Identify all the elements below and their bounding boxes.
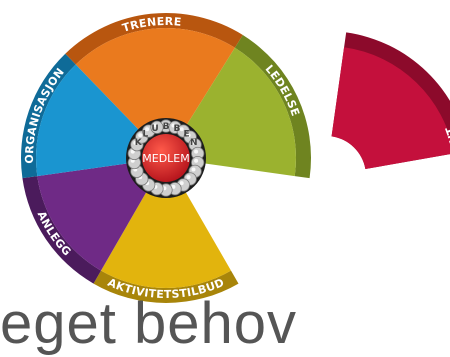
segment-aktivitetstilbud-rim [93,270,239,303]
hub-ring-letter: N [190,138,198,148]
segment-arrangement [331,47,450,170]
segment-aktivitetstilbud [101,158,231,288]
hub-center [142,134,190,182]
hub-ring-letter: E [183,130,189,140]
hub-ring-letter: L [143,130,149,140]
detached-segment: ARRANGEMENT [331,32,450,223]
hub-bead [127,155,141,170]
segment-anlegg-rim [22,176,101,284]
hub-ring-letter: U [151,124,158,134]
hub-center-text: MEDLEM [142,152,189,165]
hub-ring-letter: B [163,122,170,132]
hub-bead [150,120,164,134]
hub-bead [191,146,205,161]
segment-anlegg [37,158,166,271]
segment-trenere [75,27,235,158]
hub-ring-letter: K [135,138,143,148]
hub-ring-letter: B [174,124,181,134]
segment-organisasjon-rim [21,53,76,179]
segment-ledelse-rim [234,35,311,179]
wheel-segments [21,12,311,303]
caption-text: eget behov [0,291,298,356]
segment-trenere-rim [65,12,243,65]
